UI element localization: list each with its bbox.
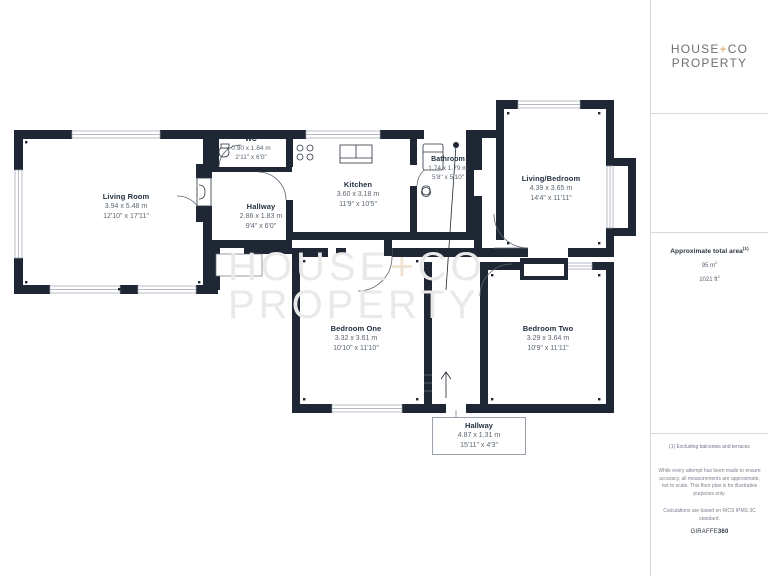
floorplan-canvas: .w{fill:#1e2733;} .thin{stroke:#1e2733;s… — [14, 100, 636, 417]
total-area-block: Approximate total area(1) 95 m2 1021 ft2 — [651, 246, 768, 283]
provider-name: GIRAFFE — [690, 529, 718, 535]
sidebar-divider-3 — [651, 433, 768, 434]
sidebar: HOUSE+CO PROPERTY Approximate total area… — [650, 0, 768, 576]
brand-logo: HOUSE+CO PROPERTY — [651, 42, 768, 70]
provider-suffix: 360 — [717, 529, 729, 535]
brand-logo-line1: HOUSE+CO — [670, 42, 749, 56]
floorplan-drawing: .w{fill:#1e2733;} .thin{stroke:#1e2733;s… — [14, 100, 636, 417]
total-area-title: Approximate total area(1) — [670, 246, 749, 256]
sidebar-divider-1 — [651, 113, 768, 114]
room-label-hallway-lower: Hallway 4.87 x 1.31 m 15'11" x 4'3" — [432, 417, 526, 455]
provider-logo: GIRAFFE360 — [651, 529, 768, 535]
total-area-metric: 95 m2 — [701, 260, 718, 270]
brand-logo-line2: PROPERTY — [671, 56, 748, 70]
accuracy-disclaimer: While every attempt has been made to ens… — [658, 468, 761, 497]
sidebar-divider-2 — [651, 232, 768, 233]
calculation-standard-note: Calculations are based on RICS IPMS 3C s… — [663, 508, 756, 522]
total-area-imperial: 1021 ft2 — [699, 274, 720, 284]
area-footnote: (1) Excluding balconies and terraces — [669, 444, 750, 450]
